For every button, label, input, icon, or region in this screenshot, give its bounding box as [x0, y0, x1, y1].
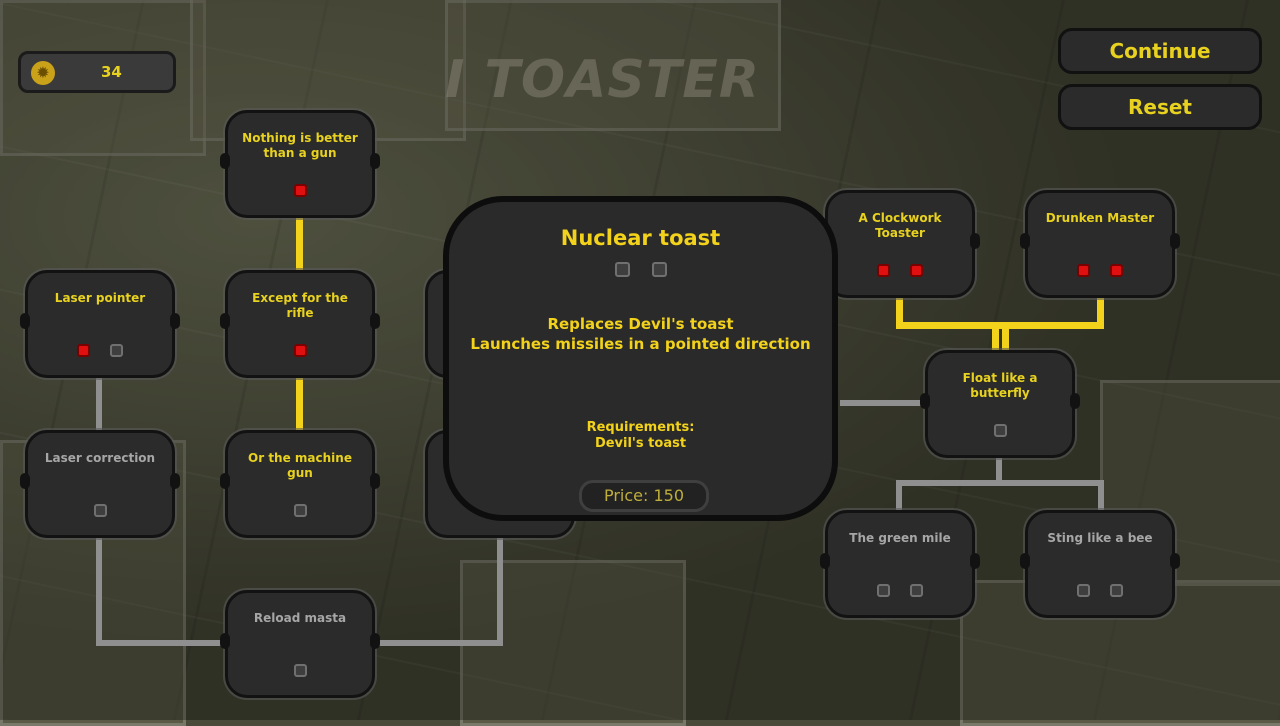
skill-node-drunken[interactable]: Drunken Master [1020, 190, 1180, 298]
level-dot-inactive [293, 504, 307, 517]
level-dot-active [293, 184, 307, 197]
skill-level-dots [228, 504, 372, 517]
level-dot-inactive [1077, 584, 1090, 597]
skill-level-dots [228, 664, 372, 677]
skill-node-reload[interactable]: Reload masta [220, 590, 380, 698]
reset-button[interactable]: Reset [1058, 84, 1262, 130]
connector [1097, 298, 1104, 328]
skill-level-dots [228, 184, 372, 197]
connector [996, 458, 1002, 484]
connector [1002, 322, 1009, 352]
skill-tooltip-popup: Nuclear toast Replaces Devil's toast Lau… [443, 196, 838, 521]
connector [896, 480, 1104, 486]
connector [992, 322, 999, 352]
skill-node-clockwork[interactable]: A Clockwork Toaster [820, 190, 980, 298]
connector [96, 640, 226, 646]
skill-node-label: Or the machine gun [248, 451, 352, 480]
level-dot-inactive [293, 664, 307, 677]
level-dot-active [1077, 264, 1090, 277]
price-button[interactable]: Price: 150 [579, 480, 709, 512]
level-dot-inactive [910, 584, 923, 597]
connector [296, 378, 303, 430]
popup-level-dots [449, 262, 832, 277]
level-dot-active [910, 264, 923, 277]
skill-level-dots [228, 344, 372, 357]
skill-node-label: Float like a butterfly [962, 371, 1038, 400]
level-dot-active [1110, 264, 1123, 277]
skill-node-gun[interactable]: Nothing is better than a gun [220, 110, 380, 218]
level-dot [614, 262, 630, 277]
continue-button[interactable]: Continue [1058, 28, 1262, 74]
skill-node-label: A Clockwork Toaster [858, 211, 942, 240]
skill-level-dots [928, 424, 1072, 437]
connector [896, 298, 903, 328]
skill-node-label: Laser pointer [54, 291, 146, 305]
skill-node-label: The green mile [849, 531, 951, 545]
connector [1098, 480, 1104, 510]
skill-level-dots [1028, 264, 1172, 277]
background-title: I TOASTER [445, 50, 760, 110]
connector [296, 218, 303, 270]
bg-panel [445, 0, 781, 131]
connector [497, 538, 503, 646]
skill-node-laser-pointer[interactable]: Laser pointer [20, 270, 180, 378]
level-dot-active [77, 344, 90, 357]
skill-node-rifle[interactable]: Except for the rifle [220, 270, 380, 378]
level-dot-active [877, 264, 890, 277]
skill-node-label: Drunken Master [1045, 211, 1155, 225]
connector [96, 538, 102, 643]
level-dot-active [293, 344, 307, 357]
level-dot-inactive [93, 504, 107, 517]
level-dot-inactive [993, 424, 1007, 437]
requirements-value: Devil's toast [594, 436, 687, 451]
skill-node-machine-gun[interactable]: Or the machine gun [220, 430, 380, 538]
popup-description: Replaces Devil's toast Launches missiles… [449, 314, 832, 354]
skill-node-laser-correction[interactable]: Laser correction [20, 430, 180, 538]
skill-level-dots [828, 584, 972, 597]
skill-level-dots [28, 504, 172, 517]
skill-node-label: Nothing is better than a gun [242, 131, 358, 160]
skill-level-dots [1028, 584, 1172, 597]
connector [896, 480, 902, 510]
skill-node-bee[interactable]: Sting like a bee [1020, 510, 1180, 618]
skill-node-label: Reload masta [253, 611, 347, 625]
skill-node-butterfly[interactable]: Float like a butterfly [920, 350, 1080, 458]
gear-coin-icon: ✹ [31, 61, 55, 85]
connector [372, 640, 502, 646]
skill-node-label: Laser correction [44, 451, 156, 465]
requirements-label: Requirements: [586, 420, 695, 435]
popup-desc-line: Launches missiles in a pointed direction [470, 335, 811, 353]
currency-value: 34 [101, 63, 122, 81]
skill-node-green-mile[interactable]: The green mile [820, 510, 980, 618]
level-dot-inactive [1110, 584, 1123, 597]
skill-level-dots [828, 264, 972, 277]
popup-desc-line: Replaces Devil's toast [547, 315, 734, 333]
skill-node-label: Sting like a bee [1047, 531, 1153, 545]
popup-requirements: Requirements: Devil's toast [449, 420, 832, 452]
skill-level-dots [28, 344, 172, 357]
level-dot [651, 262, 667, 277]
connector [896, 322, 1104, 329]
level-dot-inactive [877, 584, 890, 597]
popup-title: Nuclear toast [560, 226, 721, 250]
connector [840, 400, 930, 406]
level-dot-inactive [110, 344, 123, 357]
skill-node-label: Except for the rifle [252, 291, 348, 320]
currency-counter: ✹ 34 [18, 51, 176, 93]
connector [96, 378, 102, 430]
